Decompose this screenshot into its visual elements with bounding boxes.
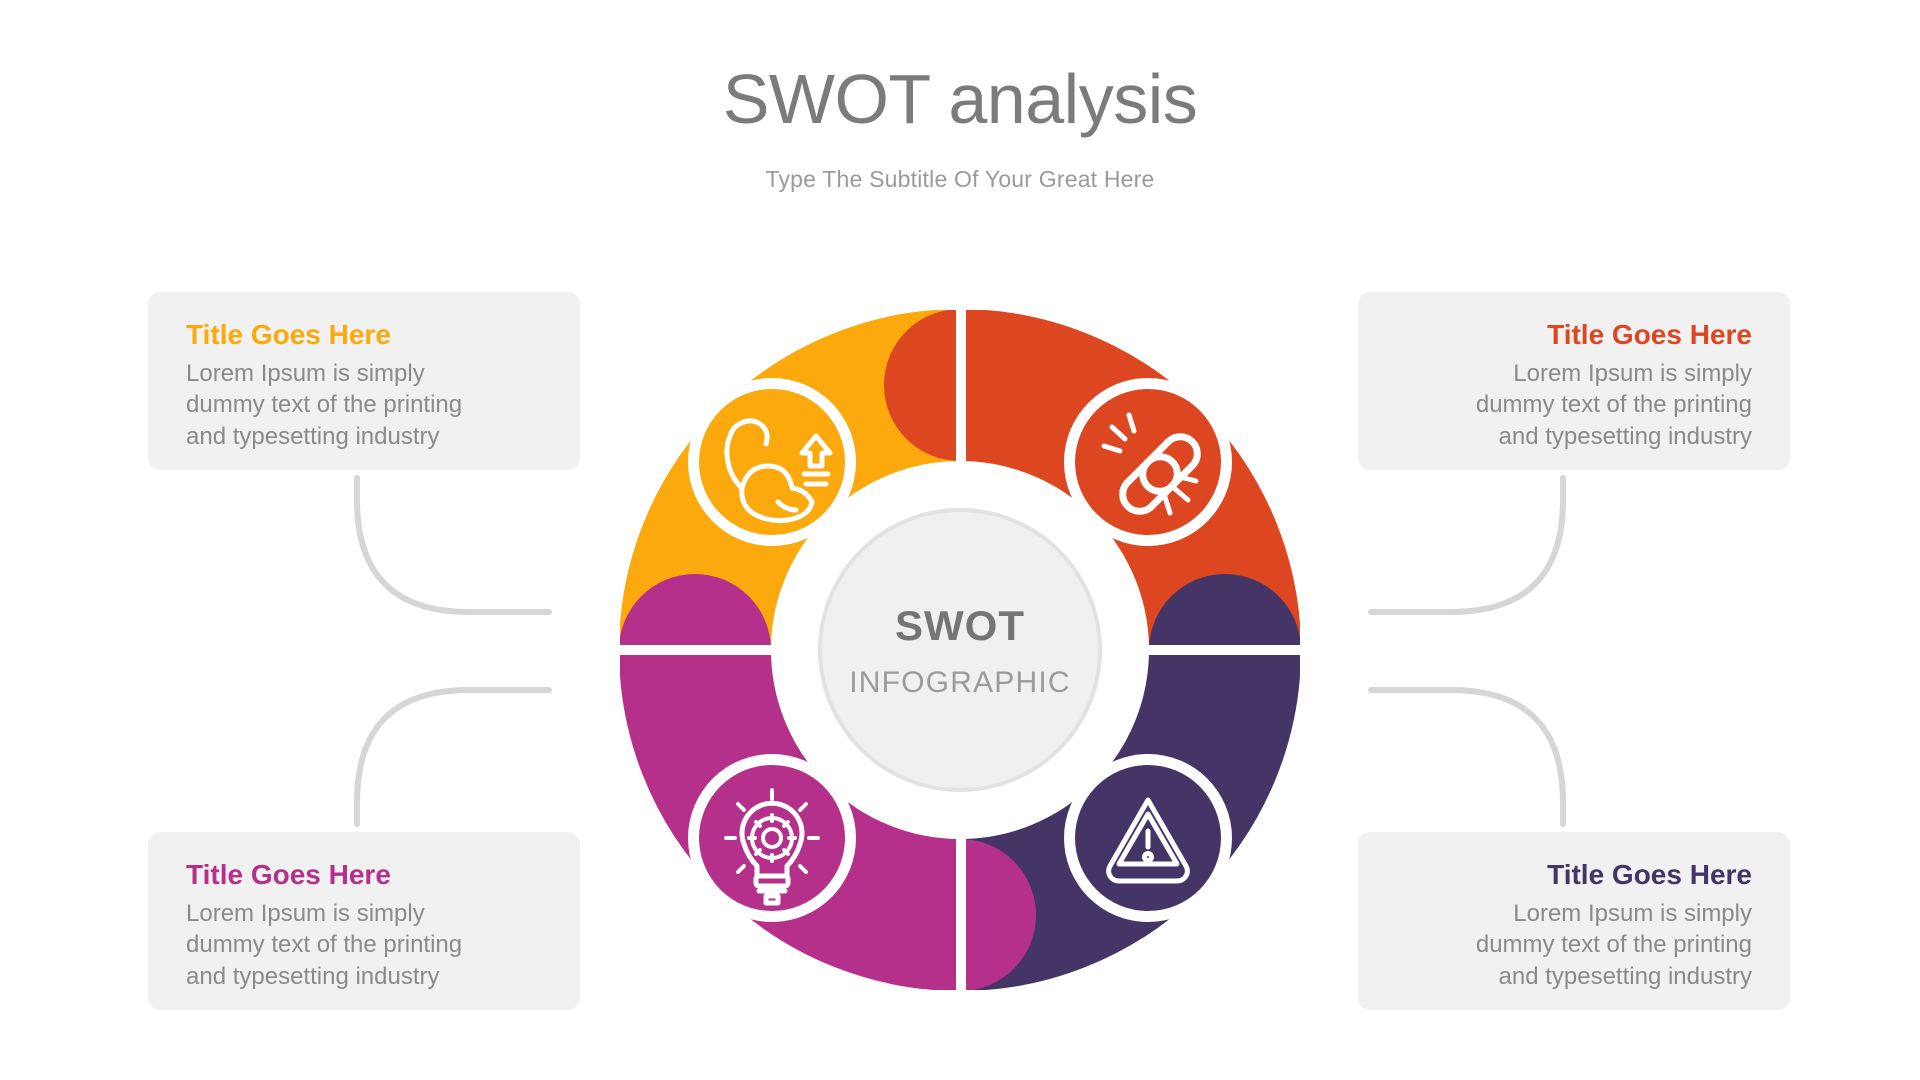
swot-donut-chart: SWOT INFOGRAPHIC [620,310,1300,990]
card-threats[interactable]: Title Goes Here Lorem Ipsum is simply du… [1358,832,1790,1010]
card-threats-body: Lorem Ipsum is simply dummy text of the … [1475,899,1752,990]
card-strengths-title: Title Goes Here [186,319,391,350]
icon-badge-strengths[interactable] [688,378,856,546]
icon-badge-opportunities[interactable] [688,754,856,922]
center-main-label: SWOT [895,602,1025,649]
header: SWOT analysis Type The Subtitle Of Your … [0,60,1920,193]
card-weaknesses-body: Lorem Ipsum is simply dummy text of the … [1475,359,1752,450]
lightbulb-gear-icon [724,788,820,906]
warning-triangle-icon [1106,797,1190,884]
page-title: SWOT analysis [722,60,1198,138]
card-weaknesses-title: Title Goes Here [1547,319,1752,350]
card-opportunities-body: Lorem Ipsum is simply dummy text of the … [186,899,463,990]
donut-gaps [620,310,1300,990]
broken-chain-icon [1101,412,1201,516]
icon-badge-weaknesses[interactable] [1064,378,1232,546]
card-opportunities-title: Title Goes Here [186,859,391,890]
card-opportunities[interactable]: Title Goes Here Lorem Ipsum is simply du… [148,832,580,1010]
card-strengths-body: Lorem Ipsum is simply dummy text of the … [186,359,463,450]
center-sub-label: INFOGRAPHIC [849,666,1071,699]
connector-top-left [354,475,552,615]
connector-top-right [1368,475,1566,615]
icon-badge-threats[interactable] [1064,754,1232,922]
card-strengths[interactable]: Title Goes Here Lorem Ipsum is simply du… [148,292,580,470]
muscle-arrow-icon [724,418,833,524]
donut-center: SWOT INFOGRAPHIC [818,508,1102,792]
connector-bottom-left [354,687,552,827]
card-weaknesses[interactable]: Title Goes Here Lorem Ipsum is simply du… [1358,292,1790,470]
card-threats-title: Title Goes Here [1547,859,1752,890]
connector-bottom-right [1368,687,1566,827]
page-subtitle: Type The Subtitle Of Your Great Here [765,165,1155,192]
